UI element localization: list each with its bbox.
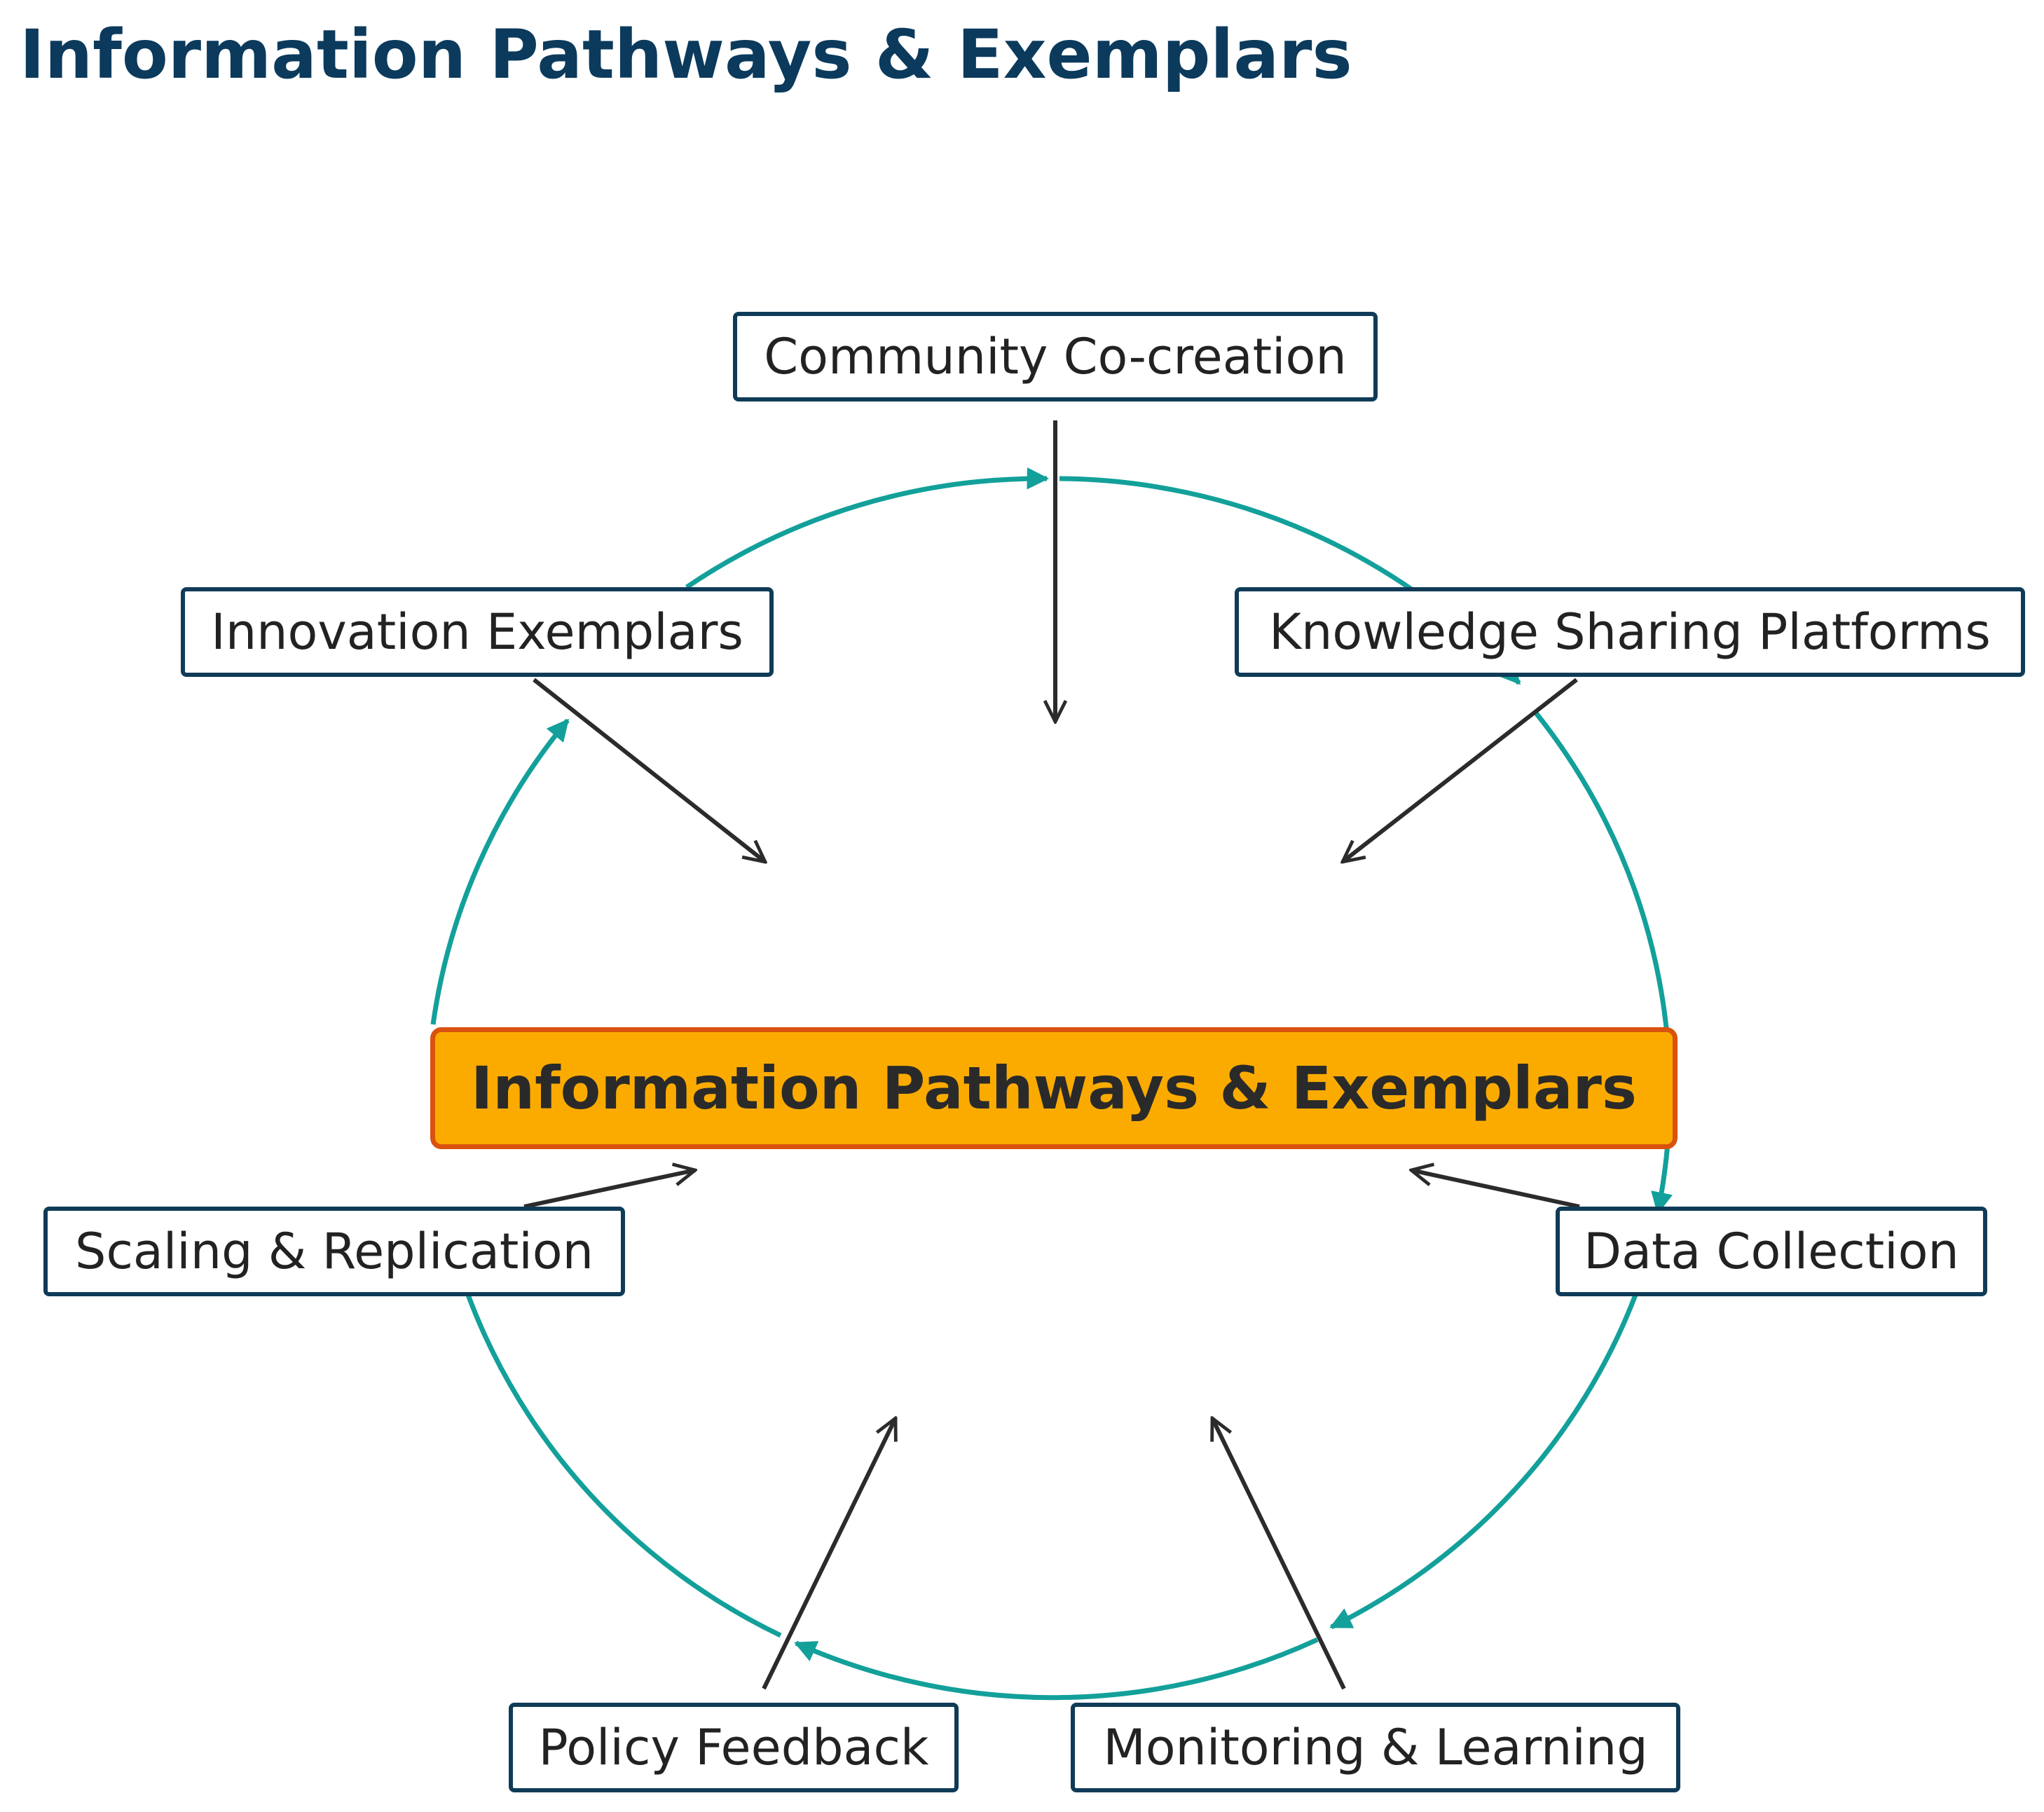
arrow-innovation-inward: [533, 678, 765, 862]
arrow-scaling-inward: [523, 1170, 695, 1209]
node-knowledge-sharing-platforms: Knowledge Sharing Platforms: [1235, 587, 2025, 677]
arrow-policy-inward: [762, 1418, 896, 1690]
inward-arrows: [523, 420, 1580, 1690]
arrow-data-inward: [1411, 1170, 1580, 1209]
cycle-arc-data-to-monitoring: [1329, 1293, 1638, 1630]
cycle-arc-monitoring-to-policy: [794, 1637, 1319, 1701]
node-innovation-exemplars: Innovation Exemplars: [181, 587, 774, 677]
node-policy-feedback: Policy Feedback: [509, 1703, 959, 1792]
cycle-arc-policy-to-scaling: [465, 1293, 782, 1638]
node-community-co-creation: Community Co-creation: [733, 312, 1378, 401]
page-title: Information Pathways & Exemplars: [20, 15, 1352, 94]
cycle-arc-scaling-to-innovation: [430, 718, 570, 1025]
center-node: Information Pathways & Exemplars: [430, 1027, 1678, 1149]
node-scaling-replication: Scaling & Replication: [43, 1207, 625, 1296]
node-monitoring-learning: Monitoring & Learning: [1071, 1703, 1680, 1792]
arrow-knowledge-inward: [1343, 678, 1578, 862]
cycle-ring: [430, 467, 1673, 1701]
node-data-collection: Data Collection: [1556, 1207, 1987, 1296]
cycle-arc-innovation-to-community: [685, 467, 1050, 589]
arrow-monitoring-inward: [1212, 1418, 1346, 1690]
